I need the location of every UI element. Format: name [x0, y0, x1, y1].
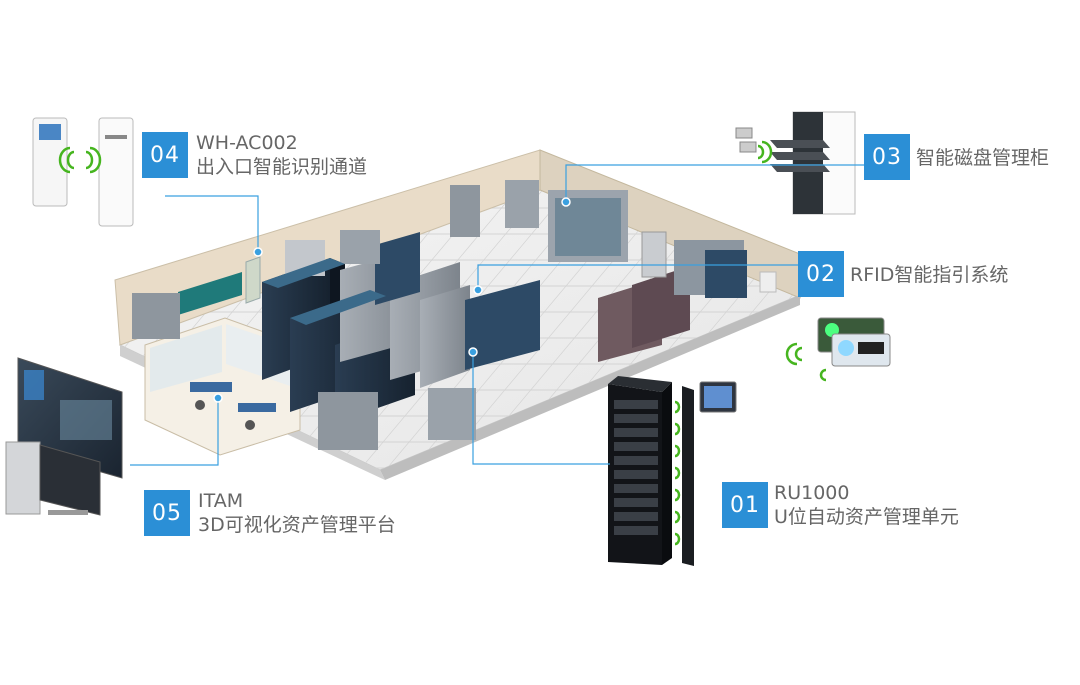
callout-subtitle: 智能磁盘管理柜	[916, 147, 1050, 169]
disk-cabinet-device	[735, 111, 856, 215]
signal-waves-icon	[58, 146, 102, 174]
control-room	[144, 317, 301, 456]
callout-badge-02: 02	[798, 251, 844, 297]
callout-badge-05: 05	[144, 490, 190, 536]
u-position-rack-device	[608, 376, 737, 566]
callout-label-05: ITAM 3D可视化资产管理平台	[198, 489, 396, 537]
callout-label-04: WH-AC002 出入口智能识别通道	[196, 131, 367, 179]
callout-badge-03: 03	[864, 134, 910, 180]
callout-title: RU1000	[774, 482, 850, 504]
callout-badge-04: 04	[142, 132, 188, 178]
callout-subtitle: 3D可视化资产管理平台	[198, 514, 396, 536]
callout-label-02: RFID智能指引系统	[850, 263, 1008, 287]
itam-workstation	[5, 357, 123, 516]
callout-label-03: 智能磁盘管理柜	[916, 146, 1049, 170]
callout-subtitle: U位自动资产管理单元	[774, 506, 959, 528]
callout-title: ITAM	[198, 490, 244, 512]
signal-waves-icon	[785, 342, 827, 382]
signal-waves-icon	[757, 140, 773, 164]
leader-lines	[130, 164, 864, 466]
callout-title: WH-AC002	[196, 132, 298, 154]
callout-subtitle: 出入口智能识别通道	[196, 156, 368, 178]
callout-subtitle: RFID智能指引系统	[850, 264, 1009, 286]
callout-label-01: RU1000 U位自动资产管理单元	[774, 481, 959, 529]
rfid-tag-device	[785, 317, 891, 382]
signal-waves-icon	[674, 400, 681, 546]
entrance-gate-device	[32, 117, 134, 227]
callout-badge-01: 01	[722, 482, 768, 528]
